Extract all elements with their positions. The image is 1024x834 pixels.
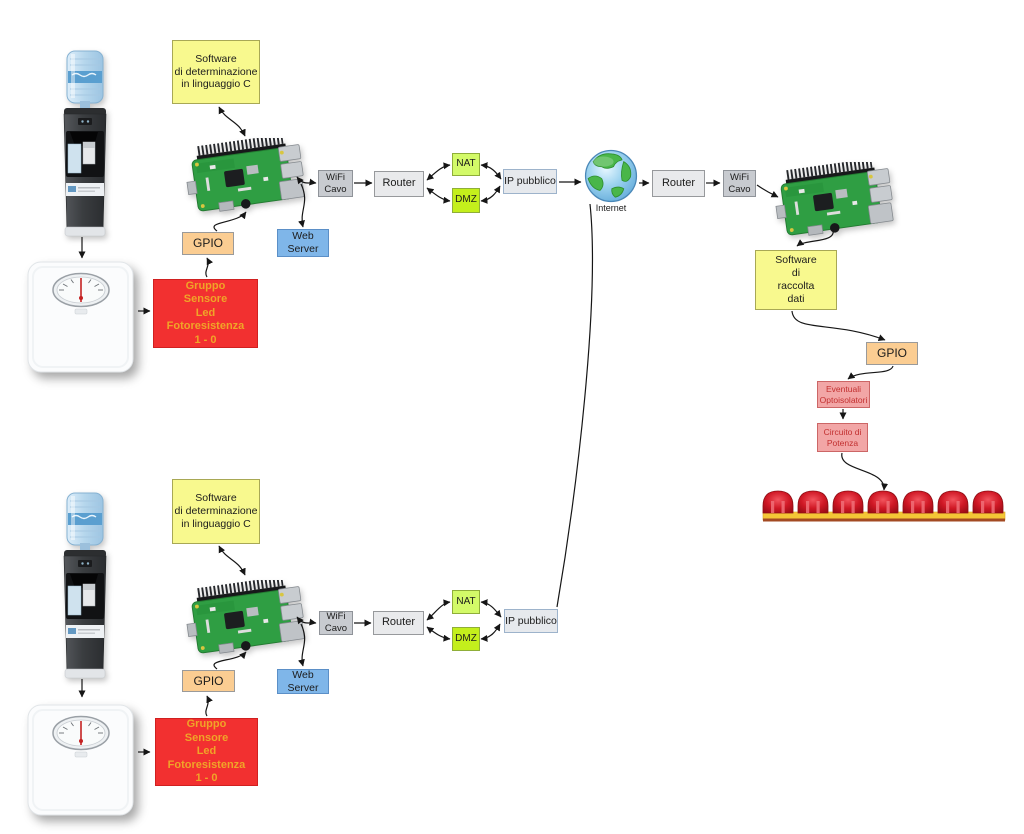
dmz-box-1: DMZ <box>452 188 480 213</box>
wifi-cavo-label-1: WiFi Cavo <box>324 171 347 195</box>
connector-dmz-ip-1 <box>480 185 501 204</box>
connector-router-dmz-2 <box>426 626 451 642</box>
software-determinazione-box-1: Software di determinazione in linguaggio… <box>172 40 260 104</box>
circuito-potenza-label: Circuito di Potenza <box>823 427 862 448</box>
router-label-2: Router <box>381 616 416 629</box>
gpio-box-2: GPIO <box>182 670 235 692</box>
web-server-box-1: Web Server <box>277 229 329 257</box>
connector-nat-ip-2 <box>480 599 502 618</box>
software-raccolta-box: Software di raccolta dati <box>755 250 837 310</box>
sensor-group-label-2: Gruppo Sensore Led Fotoresistenza 1 - 0 <box>167 718 246 785</box>
raspberry-pi-1-image <box>183 138 307 218</box>
connector-router-nat-1 <box>426 162 451 181</box>
connector-sensor-gpio-2 <box>205 695 213 717</box>
optoisolatori-box: Eventuali Optoisolatori <box>817 381 870 408</box>
sensor-group-box-1: Gruppo Sensore Led Fotoresistenza 1 - 0 <box>153 279 258 348</box>
internet-label: Internet <box>595 203 627 213</box>
web-server-label-1: Web Server <box>287 230 319 255</box>
wifi-cavo-label-2: WiFi Cavo <box>324 611 348 634</box>
connector-pi-software-2 <box>218 545 246 576</box>
web-server-label-2: Web Server <box>287 668 319 694</box>
wifi-cavo-label-right: WiFi Cavo <box>728 171 751 195</box>
ip-pubblico-label-1: IP pubblico <box>504 175 556 188</box>
software-determinazione-label-2: Software di determinazione in linguaggio… <box>174 492 258 530</box>
ip-pubblico-box-2: IP pubblico <box>504 609 558 633</box>
router-label-right: Router <box>661 176 696 189</box>
dmz-label-2: DMZ <box>455 632 477 644</box>
ip-pubblico-box-1: IP pubblico <box>503 169 557 194</box>
router-box-2: Router <box>373 611 424 635</box>
connector-dmz-ip-2 <box>480 623 501 642</box>
circuito-potenza-box: Circuito di Potenza <box>817 423 868 452</box>
nat-box-2: NAT <box>452 590 480 614</box>
connector-pi-software-1 <box>218 106 246 137</box>
bathroom-scale-1-image <box>25 257 140 377</box>
gpio-box-right: GPIO <box>866 342 918 365</box>
connector-gpio-opto <box>847 365 894 380</box>
connector-circuito-led <box>841 452 889 491</box>
connector-sensor-gpio-1 <box>205 257 214 278</box>
gpio-label-right: GPIO <box>876 346 907 361</box>
water-cooler-1-image <box>50 45 120 240</box>
dmz-label-1: DMZ <box>455 194 477 206</box>
nat-label-1: NAT <box>456 158 476 170</box>
wifi-cavo-box-2: WiFi Cavo <box>319 611 353 635</box>
optoisolatori-label: Eventuali Optoisolatori <box>819 384 868 405</box>
led-strip-image <box>760 486 1008 526</box>
router-label-1: Router <box>382 177 416 190</box>
wifi-cavo-box-right: WiFi Cavo <box>723 170 756 197</box>
gpio-label-2: GPIO <box>193 673 224 688</box>
raspberry-pi-right-image <box>772 162 896 242</box>
software-determinazione-label-1: Software di determinazione in linguaggio… <box>174 52 258 91</box>
nat-box-1: NAT <box>452 153 480 176</box>
sensor-group-label-1: Gruppo Sensore Led Fotoresistenza 1 - 0 <box>166 279 245 346</box>
software-determinazione-box-2: Software di determinazione in linguaggio… <box>172 479 260 544</box>
internet-globe-icon <box>583 148 639 204</box>
ip-pubblico-label-2: IP pubblico <box>505 614 557 627</box>
web-server-box-2: Web Server <box>277 669 329 694</box>
router-box-1: Router <box>374 171 424 197</box>
raspberry-pi-2-image <box>183 580 307 660</box>
water-cooler-2-image <box>50 487 120 682</box>
connector-nat-ip-1 <box>480 162 502 180</box>
nat-label-2: NAT <box>456 595 476 607</box>
wifi-cavo-box-1: WiFi Cavo <box>318 170 353 197</box>
gpio-box-1: GPIO <box>182 232 234 255</box>
connector-raccolta-gpio <box>791 310 886 341</box>
router-box-right: Router <box>652 170 705 197</box>
dmz-box-2: DMZ <box>452 627 480 651</box>
connector-ip2-internet-long <box>556 203 593 608</box>
connector-router-nat-2 <box>426 599 451 621</box>
sensor-group-box-2: Gruppo Sensore Led Fotoresistenza 1 - 0 <box>155 718 258 786</box>
bathroom-scale-2-image <box>25 700 140 820</box>
gpio-label-1: GPIO <box>192 236 223 251</box>
connector-router-dmz-1 <box>426 187 451 204</box>
software-raccolta-label: Software di raccolta dati <box>775 254 817 305</box>
